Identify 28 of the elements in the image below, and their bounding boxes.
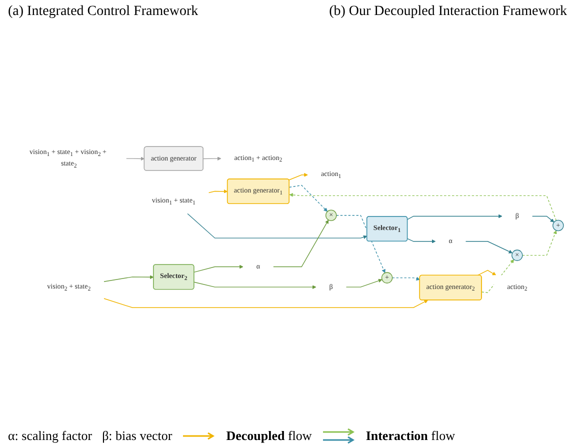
arrow	[194, 282, 316, 290]
arrow	[104, 275, 154, 282]
arrow	[272, 220, 329, 268]
arrow	[202, 156, 222, 160]
arrow	[288, 172, 308, 180]
section-heading: (b) Our Decoupled Interaction Framework	[329, 4, 567, 20]
arrow	[407, 214, 502, 220]
arrow	[407, 238, 436, 244]
arrow	[187, 213, 368, 240]
note-text: β: bias vector	[102, 428, 172, 444]
arrow	[522, 230, 557, 256]
arrow	[126, 156, 145, 161]
arrow	[289, 193, 557, 221]
arrow	[392, 276, 420, 281]
legend-text: Interaction flow	[366, 428, 456, 444]
arrow	[194, 264, 244, 273]
arrow	[208, 190, 228, 194]
section-heading: (a) Integrated Control Framework	[8, 4, 198, 20]
arrow	[481, 259, 514, 293]
note-text: α: scaling factor	[8, 428, 92, 444]
arrow	[346, 278, 382, 288]
arrow	[104, 298, 428, 308]
legend-text: Decoupled flow	[226, 428, 312, 444]
arrow	[336, 215, 386, 274]
arrow	[532, 216, 554, 222]
arrow	[465, 241, 513, 254]
arrow	[289, 184, 328, 212]
arrow	[477, 270, 496, 276]
